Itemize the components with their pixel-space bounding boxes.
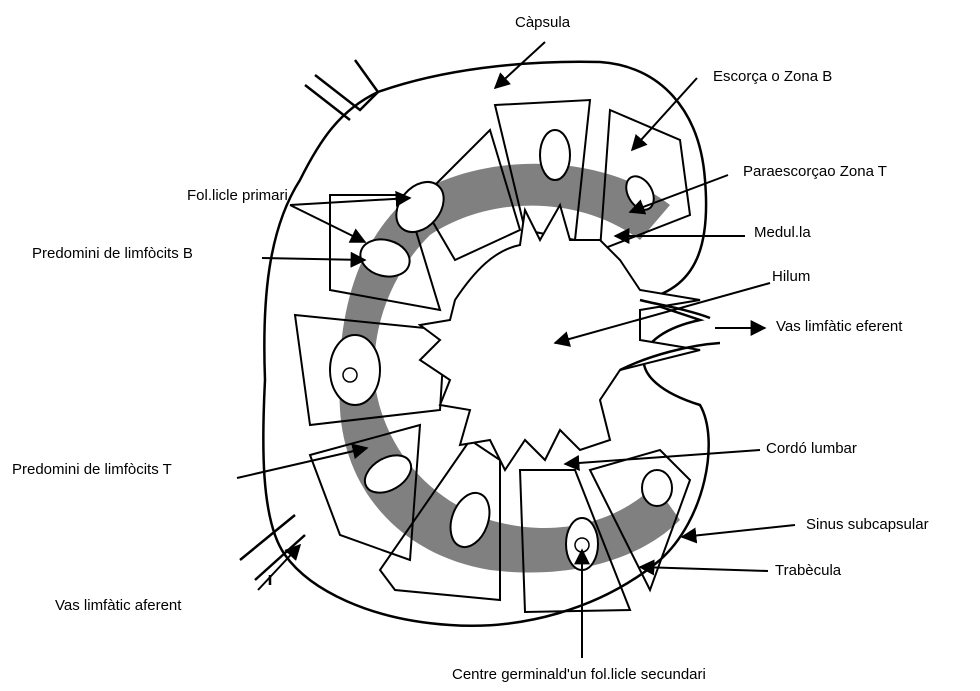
arrow-folicle-2 — [290, 205, 365, 242]
follicle-top-mid — [540, 130, 570, 180]
label-limfocits-b: Predomini de limfòcits B — [32, 245, 193, 263]
germinal-centre-left — [343, 368, 357, 382]
label-paraescorca: Paraescorçao Zona T — [743, 163, 887, 181]
arrow-folicle-1 — [290, 198, 410, 205]
label-folicle-primari: Fol.licle primari — [187, 187, 288, 205]
label-sinus: Sinus subcapsular — [806, 516, 929, 534]
follicle-bottom-right — [642, 470, 672, 506]
arrow-sinus — [682, 525, 795, 537]
label-centre-germinal: Centre germinald'un fol.licle secundari — [452, 666, 706, 684]
arrow-limfocits-t — [237, 448, 367, 478]
label-medulla: Medul.la — [754, 224, 811, 242]
label-vas-aferent: Vas limfàtic aferent — [55, 597, 181, 615]
arrow-trabecula — [640, 567, 768, 571]
arrow-limfocits-b — [262, 258, 365, 260]
arrow-vas-aferent — [258, 545, 300, 590]
label-cordo: Cordó lumbar — [766, 440, 857, 458]
label-escorca: Escorça o Zona B — [713, 68, 832, 86]
germinal-centre-secondary — [575, 538, 589, 552]
label-hilum: Hilum — [772, 268, 810, 286]
label-limfocits-t: Predomini de limfòcits T — [12, 461, 172, 479]
label-trabecula: Trabècula — [775, 562, 841, 580]
afferent-vessel-top — [305, 60, 378, 120]
label-capsula: Càpsula — [515, 14, 570, 32]
label-vas-eferent: Vas limfàtic eferent — [776, 318, 902, 336]
